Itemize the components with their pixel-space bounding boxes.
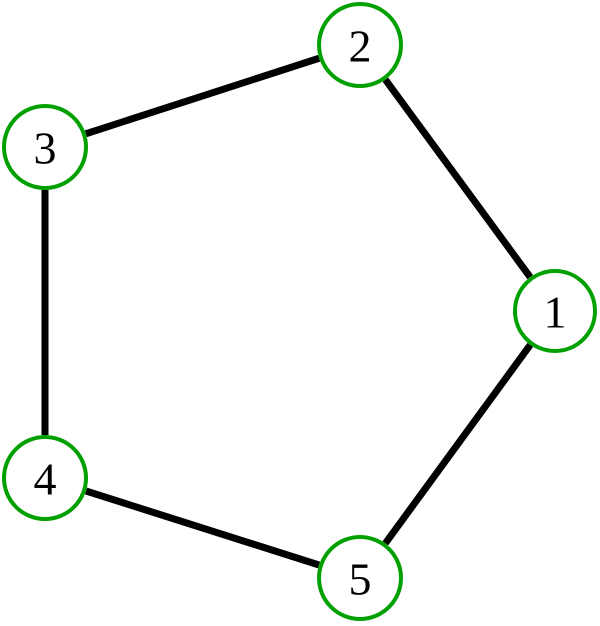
node-label-2: 2 [349, 21, 372, 72]
graph-node-1[interactable]: 1 [513, 269, 597, 353]
node-label-4: 4 [34, 454, 57, 505]
graph-edge-2-1[interactable] [382, 77, 533, 280]
graph-node-2[interactable]: 2 [317, 2, 403, 88]
graph-node-4[interactable]: 4 [2, 435, 88, 521]
graph-edge-3-2[interactable] [84, 54, 321, 138]
graph-node-5[interactable]: 5 [317, 535, 403, 621]
edge-layer [41, 54, 534, 569]
graph-edge-5-1[interactable] [382, 342, 534, 546]
node-circle-1[interactable] [513, 269, 597, 353]
node-circle-5[interactable] [317, 535, 403, 621]
node-circle-3[interactable] [2, 104, 88, 190]
graph-node-3[interactable]: 3 [2, 104, 88, 190]
node-label-5: 5 [349, 554, 372, 605]
graph-edge-4-5[interactable] [84, 487, 321, 569]
node-label-1: 1 [544, 287, 567, 338]
node-circle-2[interactable] [317, 2, 403, 88]
node-circle-4[interactable] [2, 435, 88, 521]
node-label-3: 3 [34, 123, 57, 174]
